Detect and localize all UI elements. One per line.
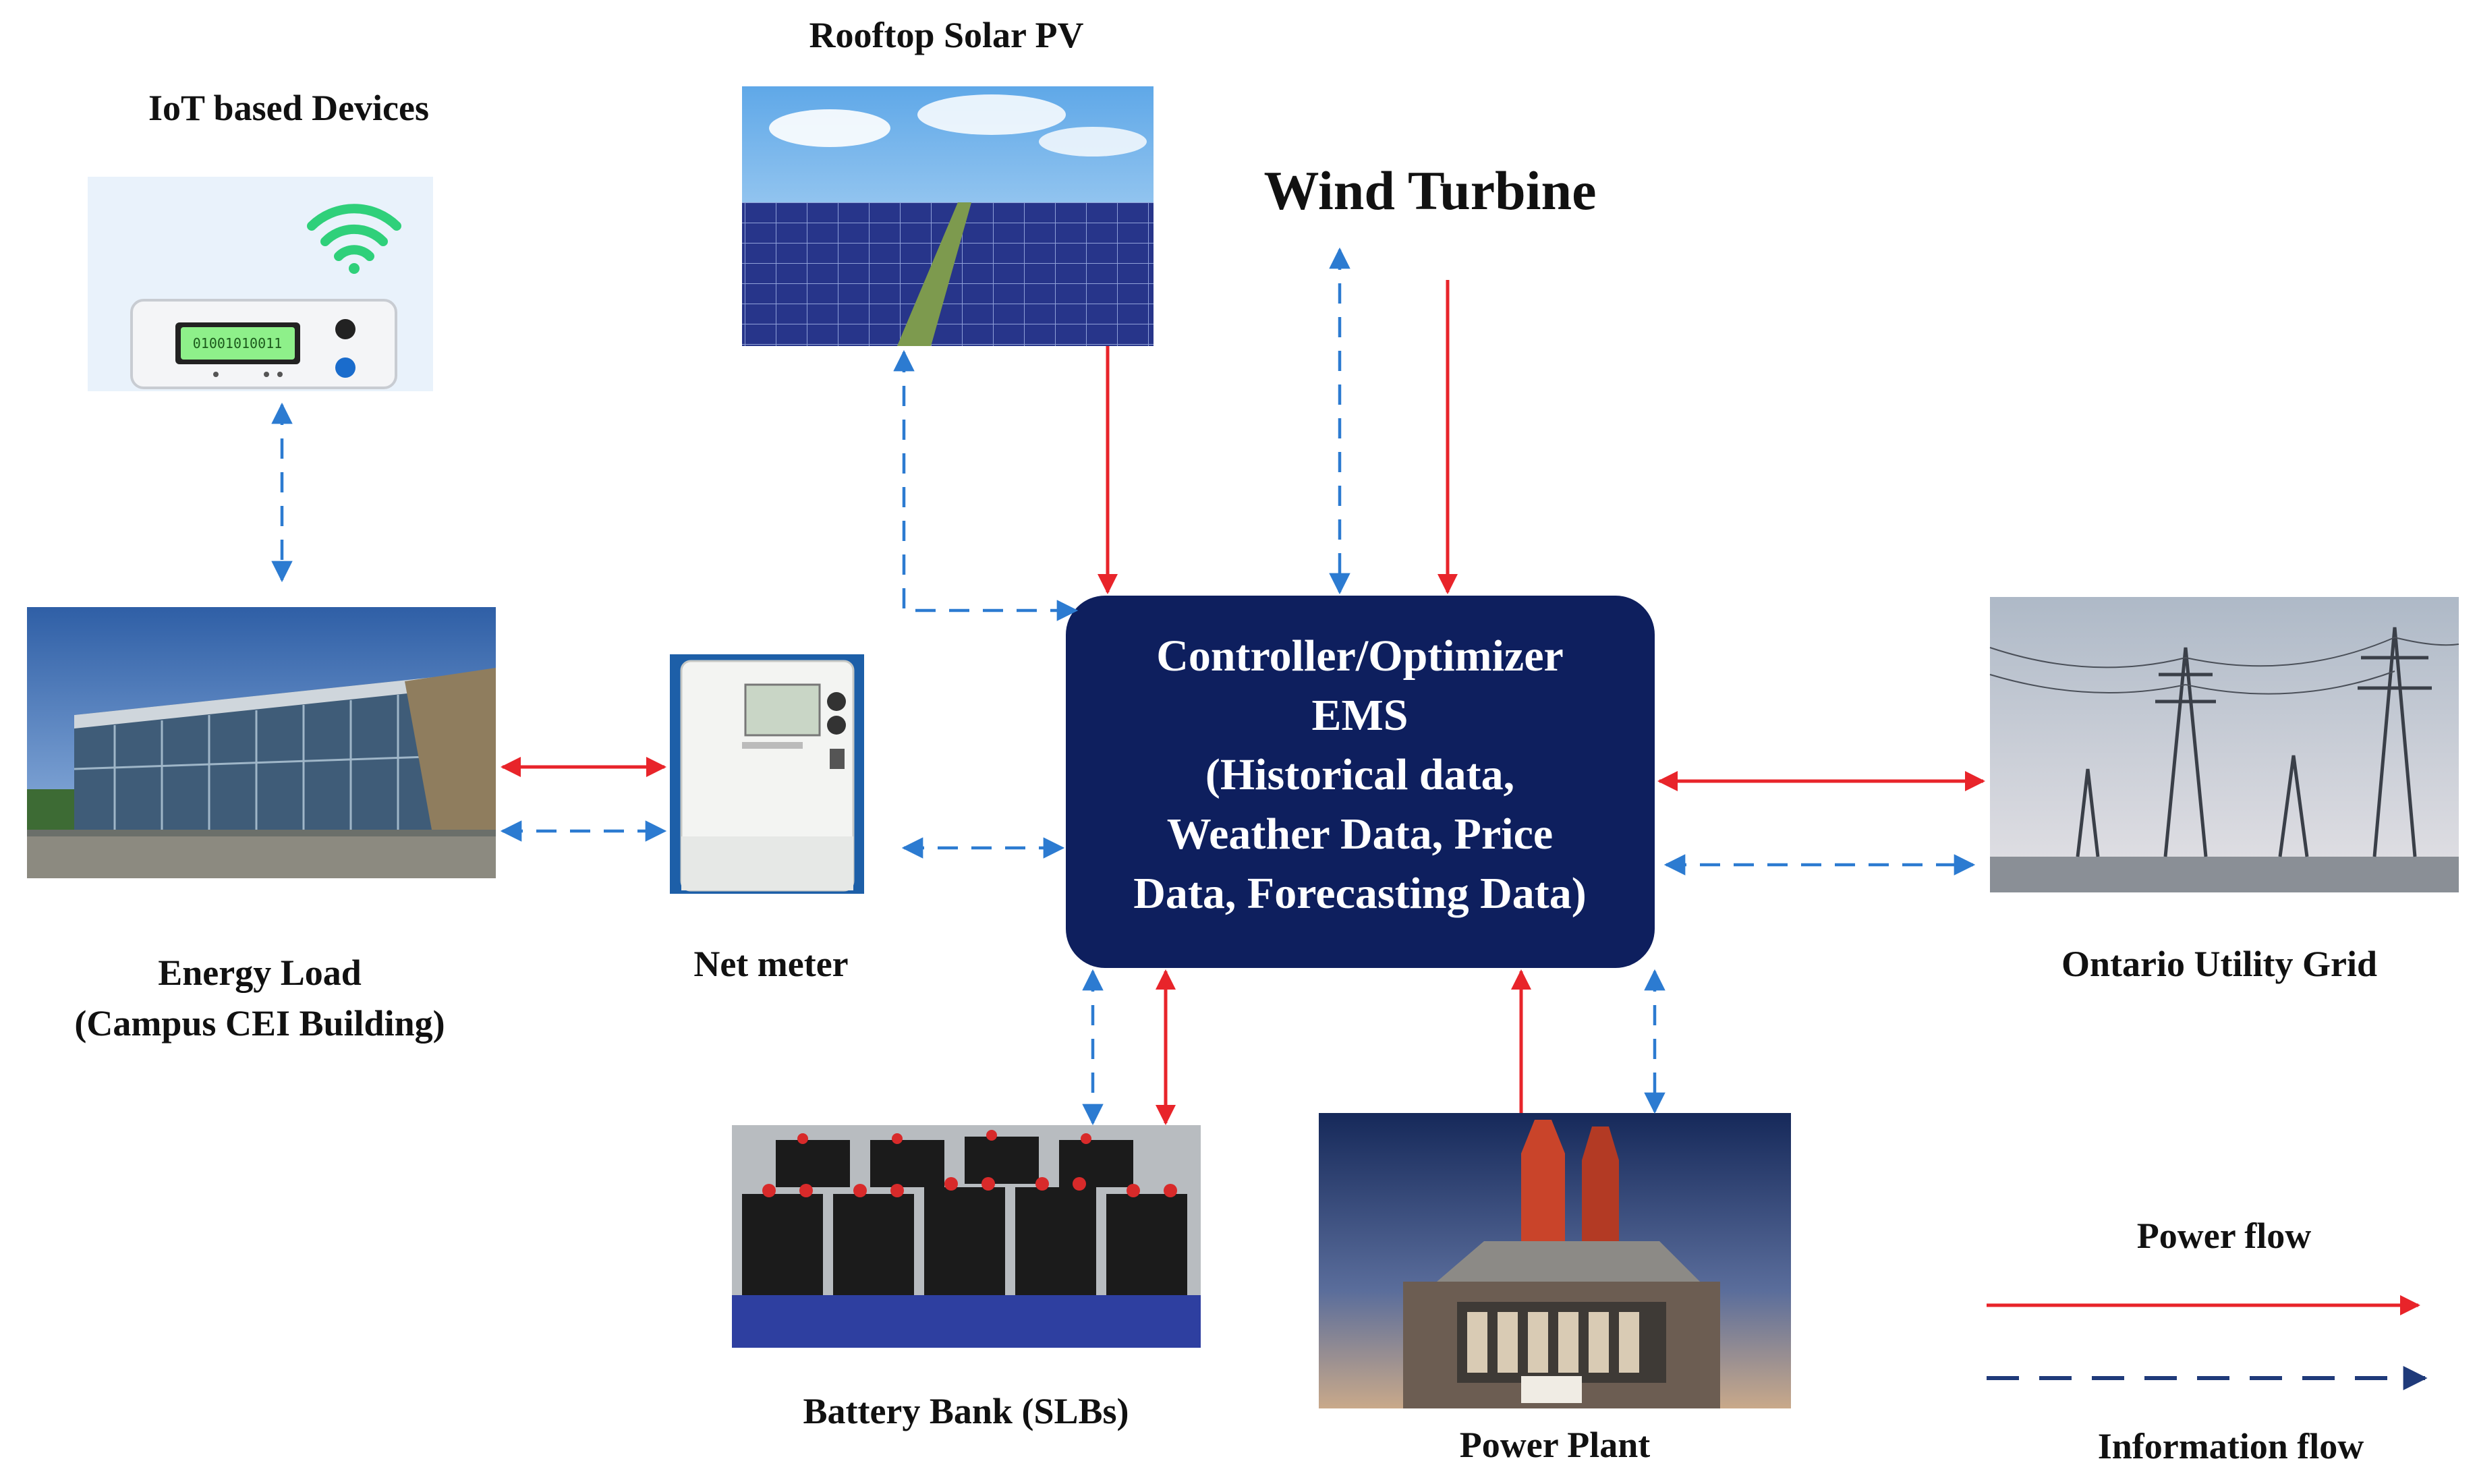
net-meter-image — [670, 654, 864, 894]
iot-device-image: 01001010011 — [88, 177, 433, 391]
campus-building-image — [27, 607, 496, 878]
ems-line-1: Controller/Optimizer — [1156, 631, 1564, 681]
ems-line-2: EMS — [1311, 691, 1408, 740]
label-wind-turbine: Wind Turbine — [1263, 160, 1596, 221]
ems-line-5: Data, Forecasting Data) — [1133, 869, 1586, 918]
ems-line-4: Weather Data, Price — [1167, 809, 1553, 859]
legend-info-label: Information flow — [2098, 1426, 2364, 1466]
label-utility-grid: Ontario Utility Grid — [2061, 944, 2377, 984]
legend-power-label: Power flow — [2137, 1216, 2311, 1256]
ems-controller-box — [1066, 596, 1655, 968]
solar-pv-image — [742, 86, 1154, 346]
label-iot-devices: IoT based Devices — [148, 88, 429, 128]
label-energy-load: Energy Load — [158, 952, 362, 993]
ems-line-3: (Historical data, — [1205, 750, 1514, 799]
label-battery-bank: Battery Bank (SLBs) — [803, 1391, 1129, 1431]
label-campus-building: (Campus CEI Building) — [74, 1003, 445, 1044]
info-arrow-solar-ems — [893, 349, 1079, 621]
legend: Power flow Information flow — [1987, 1216, 2428, 1466]
label-net-meter: Net meter — [693, 944, 848, 984]
label-rooftop-solar: Rooftop Solar PV — [809, 15, 1083, 55]
utility-grid-image — [1989, 597, 2459, 892]
battery-bank-image — [732, 1125, 1201, 1348]
power-plant-image — [1319, 1113, 1791, 1408]
wifi-icon — [307, 204, 401, 274]
iot-display-text: 01001010011 — [193, 335, 282, 351]
label-power-plant: Power Plant — [1460, 1425, 1650, 1465]
